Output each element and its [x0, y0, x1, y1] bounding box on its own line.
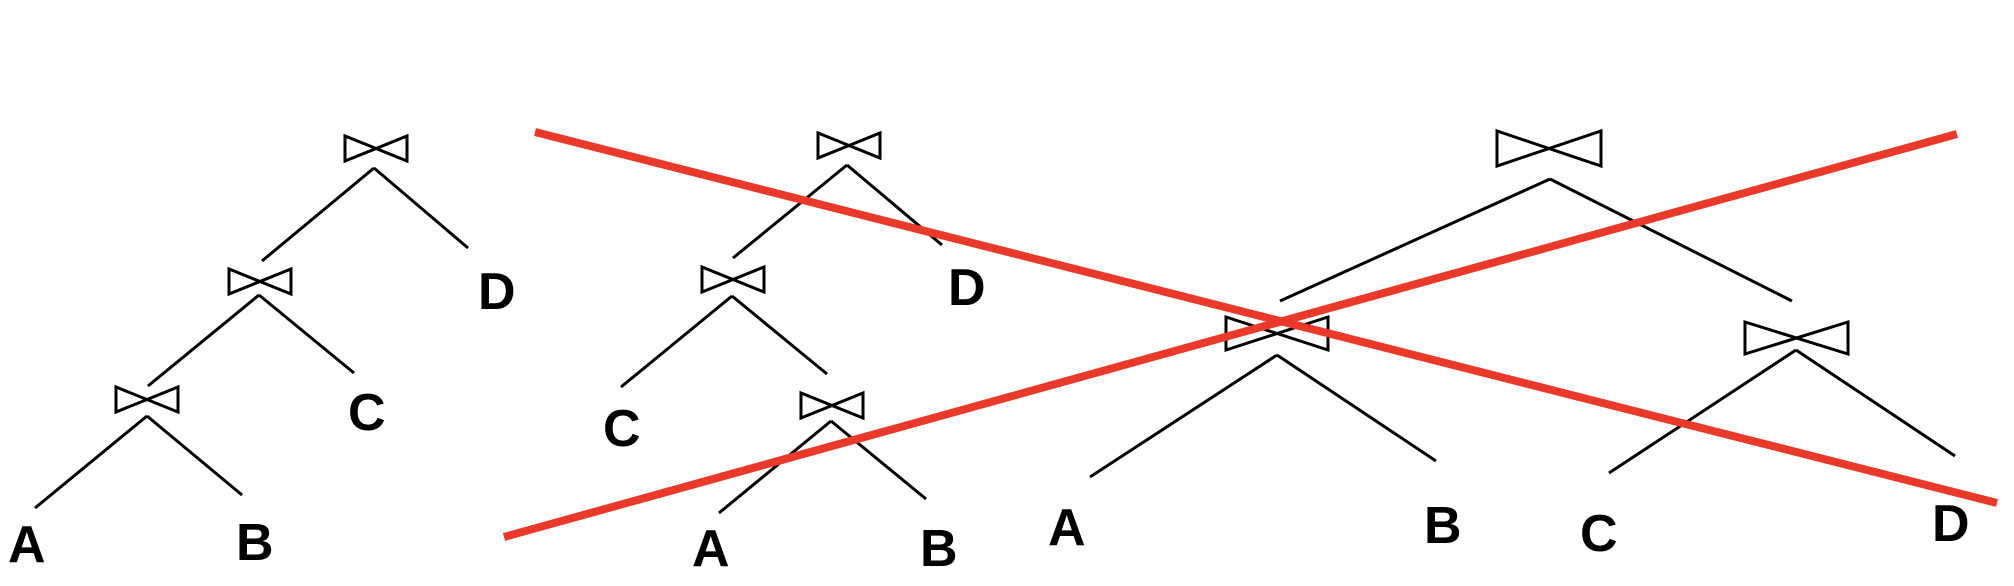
join-icon [1743, 319, 1850, 357]
tree-edge [1795, 348, 1956, 458]
tree-edge [1549, 177, 1793, 303]
tree-edge [731, 294, 828, 376]
tree-edge [258, 293, 355, 375]
tree-edge [1608, 348, 1797, 475]
tree-edge [373, 166, 469, 250]
tree-edge [147, 293, 260, 388]
tree-edge [620, 294, 733, 389]
join-icon [114, 384, 180, 415]
join-icon [700, 264, 766, 295]
leaf-label: C [603, 400, 641, 458]
tree-edge [1089, 353, 1278, 479]
tree-edge [1279, 177, 1551, 303]
leaf-label: A [1048, 499, 1086, 557]
join-icon [799, 390, 865, 421]
tree-edge [732, 163, 848, 260]
leaf-label: B [920, 520, 958, 578]
tree-swapped: C A B D [603, 130, 986, 578]
join-icon [227, 266, 293, 297]
join-icon [1495, 128, 1603, 169]
leaf-label: B [236, 514, 274, 572]
leaf-label: D [1932, 495, 1970, 553]
cross-out-line [502, 130, 1959, 541]
leaf-label: B [1424, 497, 1462, 555]
join-icon [816, 130, 882, 161]
tree-edge [830, 419, 927, 501]
leaf-label: C [1580, 505, 1618, 563]
tree-edge [1276, 353, 1437, 463]
join-icon [343, 133, 409, 164]
leaf-label: A [8, 516, 46, 574]
tree-left-deep: A B C D [8, 133, 516, 574]
leaf-label: D [948, 259, 986, 317]
tree-bushy: A B C D [1048, 128, 1970, 563]
cross-out-marks [502, 128, 1998, 541]
tree-edge [146, 414, 243, 497]
tree-edge [718, 419, 832, 515]
leaf-label: A [692, 520, 730, 578]
tree-edge [34, 414, 148, 510]
leaf-label: C [348, 384, 386, 442]
cross-out-line [534, 128, 1998, 507]
leaf-label: D [478, 263, 516, 321]
tree-edge [261, 166, 375, 263]
